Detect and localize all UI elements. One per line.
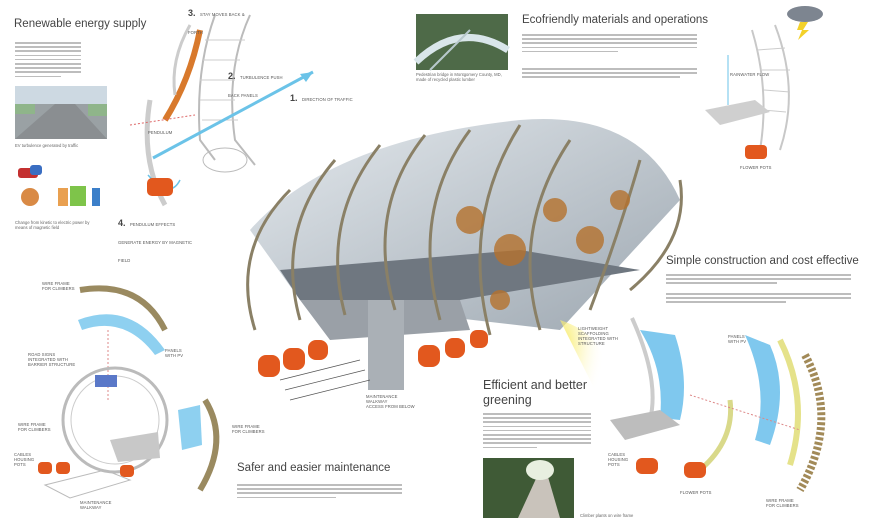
section-title-ecofriendly: Ecofriendly materials and operations (522, 14, 709, 26)
caption-green-tunnel: Climber plants on wire frame (580, 513, 634, 518)
section-title-renewable: Renewable energy supply (14, 18, 147, 30)
label-wire-frame-mid: Wire frame for climbers (232, 424, 265, 434)
magnet-illustration (18, 165, 100, 206)
exploded-panel-view (560, 317, 826, 492)
renewable-body-text (15, 42, 81, 78)
maintenance-body-text (237, 484, 402, 499)
caption-turbulence: EV turbulence generated by traffic (15, 143, 79, 148)
exploded-barrier-view (38, 285, 220, 499)
label-cables-left: Cables housing pots (14, 452, 35, 467)
label-center-walkway: Maintenance walkway access from below (366, 394, 415, 409)
label-flower-pots-top: Flower pots (740, 165, 772, 170)
caption-magnet: Change from kinetic to electric power by… (15, 220, 90, 230)
energy-step-3: 3. Stay moves back & forth (188, 8, 245, 35)
label-wire-frame-left: Wire frame for climbers (18, 422, 51, 432)
label-panels-pv-right: Panels with PV (728, 334, 747, 344)
label-walkway: Maintenance walkway (80, 500, 112, 510)
label-cables-right: Cables housing pots (608, 452, 629, 467)
central-tunnel (246, 119, 683, 401)
label-road-signs: Road signs integrated with barrier struc… (28, 352, 76, 367)
section-title-greening: Efficient and better greening (483, 378, 588, 407)
label-flower-pots-right: Flower pots (680, 490, 712, 495)
label-pendulum: Pendulum (148, 130, 173, 135)
rainwater-diagram (705, 6, 823, 159)
section-title-maintenance: Safer and easier maintenance (237, 462, 391, 474)
green-tunnel-photo (483, 458, 574, 518)
label-rainwater: Rainwater flow (730, 72, 770, 77)
energy-step-1: 1. Direction of traffic (290, 93, 353, 103)
label-panels-pv-left: Panels with PV (165, 348, 184, 358)
label-wire-frame-right: Wire frame for climbers (766, 498, 799, 508)
label-wire-frame-top: Wire frame for climbers (42, 281, 75, 291)
pendulum-diagram (129, 14, 314, 207)
ecofriendly-body-text-2 (522, 68, 697, 78)
greening-body-text (483, 413, 591, 449)
ecofriendly-body-text (522, 34, 697, 53)
energy-step-4: 4. Pendulum effects generate energy by m… (118, 218, 193, 263)
section-title-simple: Simple construction and cost effective (666, 255, 859, 267)
turbulence-photo (15, 86, 107, 139)
simple-body-text-2 (666, 293, 851, 303)
energy-step-2: 2. Turbulence push back panels (228, 71, 283, 98)
simple-body-text (666, 274, 851, 284)
label-lightweight: Lightweight scaffolding integrated with … (578, 326, 619, 346)
caption-bridge: Pedestrian bridge in Montgomery County, … (416, 72, 502, 82)
bridge-photo (413, 14, 510, 71)
